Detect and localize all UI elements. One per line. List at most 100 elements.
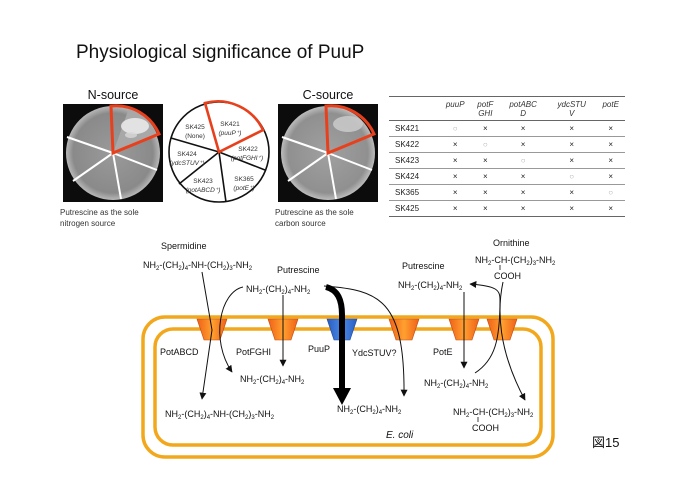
key-sector-gene: (potE⁺) <box>233 185 254 192</box>
growth-cell: × <box>520 140 526 149</box>
svg-text:COOH: COOH <box>472 423 499 433</box>
n-source-plate-image <box>63 104 163 202</box>
growth-cell: × <box>608 204 614 213</box>
table-row: SK421○×××× <box>389 121 625 137</box>
strain-cell: SK422 <box>395 140 420 149</box>
growth-cell: × <box>569 188 575 197</box>
transporter-label: PotE <box>433 347 453 357</box>
c-source-caption-line1: Putrescine as the sole <box>275 208 354 217</box>
ornithine-label: Ornithine <box>493 238 530 248</box>
growth-cell: × <box>608 124 614 133</box>
growth-cell: × <box>569 140 575 149</box>
transporter-ydcstuv <box>388 318 420 341</box>
key-sector-strain: SK424 <box>177 151 197 158</box>
spermidine-formula-inner: NH2-(CH2)4-NH-(CH2)3-NH2 <box>165 409 275 421</box>
puup-uptake-arrow <box>325 284 345 390</box>
spermidine-label: Spermidine <box>161 241 207 251</box>
outer-membrane <box>141 315 555 459</box>
key-sector-strain: SK423 <box>193 178 213 185</box>
growth-cell: ○ <box>482 140 488 149</box>
c-source-heading: C-source <box>302 88 354 102</box>
growth-cell: × <box>482 172 488 181</box>
growth-cell: × <box>569 204 575 213</box>
spermidine-formula: NH2-(CH2)4-NH-(CH2)3-NH2 <box>143 260 253 272</box>
putrescine-formula-inner-2: NH2-(CH2)4-NH2 <box>337 404 402 416</box>
key-sector-strain: SK421 <box>220 121 240 128</box>
transporter-label: PotFGHI <box>236 347 271 357</box>
putrescine-formula-outer: NH2-(CH2)4-NH2 <box>246 284 311 296</box>
strain-cell: SK421 <box>395 124 420 133</box>
growth-cell: × <box>482 156 488 165</box>
table-row: SK422 × ○ × × × <box>389 137 625 153</box>
key-sector-gene: (potABCD⁺) <box>186 187 221 194</box>
key-sector-gene: (puuP⁺) <box>219 130 242 137</box>
cell-label: E. coli <box>386 430 414 441</box>
putrescine-label-outer: Putrescine <box>277 265 320 275</box>
puup-arrowhead <box>333 388 351 405</box>
key-sector-strain: SK422 <box>238 146 258 153</box>
growth-cell: × <box>520 188 526 197</box>
transporter-ornithine-antiporter <box>486 318 518 341</box>
putrescine-formula-inner-1: NH2-(CH2)4-NH2 <box>240 374 305 386</box>
strain-cell: SK425 <box>395 204 420 213</box>
spermidine-uptake-arrow <box>199 271 213 400</box>
c-source-plate-image <box>278 104 378 202</box>
key-sector-gene: (None) <box>185 133 205 140</box>
highlight-sector-outline <box>324 104 376 156</box>
c-source-caption-line2: carbon source <box>275 219 326 228</box>
column-header: puuP <box>445 100 465 109</box>
transporter-label: YdcSTUV? <box>352 348 397 358</box>
bacterial-growth <box>121 118 149 134</box>
plate-key-diagram: SK421 (puuP⁺) SK422 (potFGHI⁺) SK365 (po… <box>168 100 270 203</box>
growth-cell: × <box>452 140 458 149</box>
growth-cell: × <box>482 204 488 213</box>
ornithine-formula-outer: NH2-CH-(CH2)3-NH2 <box>475 255 556 267</box>
table-row: SK423 × × ○ × × <box>389 153 625 169</box>
growth-cell: × <box>569 156 575 165</box>
growth-cell: × <box>520 172 526 181</box>
highlight-sector-outline <box>109 104 161 156</box>
table-row: SK425 × × × × × <box>389 201 625 217</box>
ornithine-uptake-arrow <box>499 281 526 401</box>
growth-cell: ○ <box>608 188 614 197</box>
growth-cell: × <box>608 140 614 149</box>
growth-cell: ○ <box>452 124 458 133</box>
growth-cell: × <box>608 172 614 181</box>
growth-cell: × <box>452 204 458 213</box>
transporter-label: PotABCD <box>160 347 199 357</box>
growth-cell: × <box>482 188 488 197</box>
putrescine-potabcd-arrow <box>219 286 244 373</box>
key-sector-strain: SK365 <box>234 176 254 183</box>
svg-text:COOH: COOH <box>494 271 521 281</box>
n-source-caption-line2: nitrogen source <box>60 219 116 228</box>
key-sector-strain: SK425 <box>185 124 205 131</box>
putrescine-ydcstuv-arrow <box>323 285 408 397</box>
bacterial-growth <box>333 116 363 132</box>
column-header: potE <box>602 100 619 109</box>
growth-cell: × <box>452 188 458 197</box>
growth-cell: × <box>569 124 575 133</box>
key-sector-gene: (potFGHI⁺) <box>231 155 263 162</box>
key-highlight-sector <box>203 100 265 154</box>
growth-cell: × <box>452 156 458 165</box>
page-title: Physiological significance of PuuP <box>76 42 365 63</box>
putrescine-label-exported: Putrescine <box>402 261 445 271</box>
strain-cell: SK423 <box>395 156 420 165</box>
growth-cell: × <box>608 156 614 165</box>
growth-cell: ○ <box>520 156 526 165</box>
growth-cell: × <box>520 204 526 213</box>
growth-cell: ○ <box>569 172 575 181</box>
strain-cell: SK424 <box>395 172 420 181</box>
table-row: SK365 × × × × ○ <box>389 185 625 201</box>
n-source-caption-line1: Putrescine as the sole <box>60 208 139 217</box>
putrescine-formula-exported: NH2-(CH2)4-NH2 <box>398 280 463 292</box>
growth-cell: × <box>482 124 488 133</box>
transporter-label: PuuP <box>308 344 330 354</box>
strain-cell: SK365 <box>395 188 420 197</box>
